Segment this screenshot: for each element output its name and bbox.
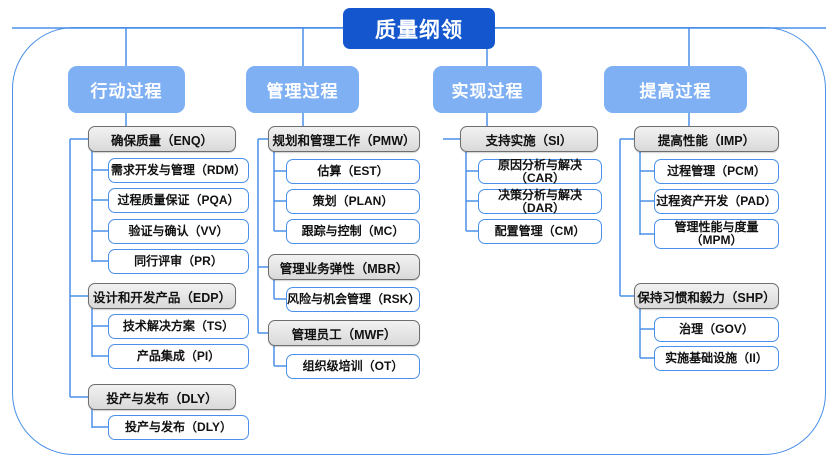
category-edp[interactable]: 设计和开发产品（EDP） [88,283,236,309]
item-plan[interactable]: 策划（PLAN） [286,189,420,214]
category-shp[interactable]: 保持习惯和毅力（SHP） [634,283,779,309]
item-gov[interactable]: 治理（GOV） [654,317,779,342]
item-cm[interactable]: 配置管理（CM） [478,219,602,244]
item-dar[interactable]: 决策分析与解决（DAR） [478,189,602,214]
column-header-management[interactable]: 管理过程 [246,66,359,113]
item-pqa[interactable]: 过程质量保证（PQA） [108,188,249,213]
item-pr[interactable]: 同行评审（PR） [108,249,249,274]
item-ii[interactable]: 实施基础设施（II） [654,346,779,371]
item-pad[interactable]: 过程资产开发（PAD） [654,189,779,214]
category-imp[interactable]: 提高性能（IMP） [634,126,779,152]
category-si[interactable]: 支持实施（SI） [460,126,598,152]
item-pi[interactable]: 产品集成（PI） [108,344,249,369]
item-ot[interactable]: 组织级培训（OT） [286,354,420,379]
column-header-realization[interactable]: 实现过程 [433,66,542,113]
item-mpm[interactable]: 管理性能与度量（MPM） [654,219,779,249]
category-pmw[interactable]: 规划和管理工作（PMW） [268,126,420,152]
item-est[interactable]: 估算（EST） [286,159,420,184]
item-car[interactable]: 原因分析与解决（CAR） [478,159,602,184]
item-pcm[interactable]: 过程管理（PCM） [654,159,779,184]
item-vv[interactable]: 验证与确认（VV） [108,219,249,244]
category-enq[interactable]: 确保质量（ENQ） [88,126,236,152]
category-mbr[interactable]: 管理业务弹性（MBR） [268,254,420,280]
column-header-action[interactable]: 行动过程 [68,66,185,113]
category-dly[interactable]: 投产与发布（DLY） [88,384,236,410]
item-mc[interactable]: 跟踪与控制（MC） [286,219,420,244]
item-rdm[interactable]: 需求开发与管理（RDM） [108,158,249,183]
root-title[interactable]: 质量纲领 [343,8,495,49]
item-dly[interactable]: 投产与发布（DLY） [108,415,249,440]
column-header-improvement[interactable]: 提高过程 [604,66,747,113]
item-ts[interactable]: 技术解决方案（TS） [108,314,249,339]
item-rsk[interactable]: 风险与机会管理（RSK） [286,287,420,312]
category-mwf[interactable]: 管理员工（MWF） [268,320,420,346]
